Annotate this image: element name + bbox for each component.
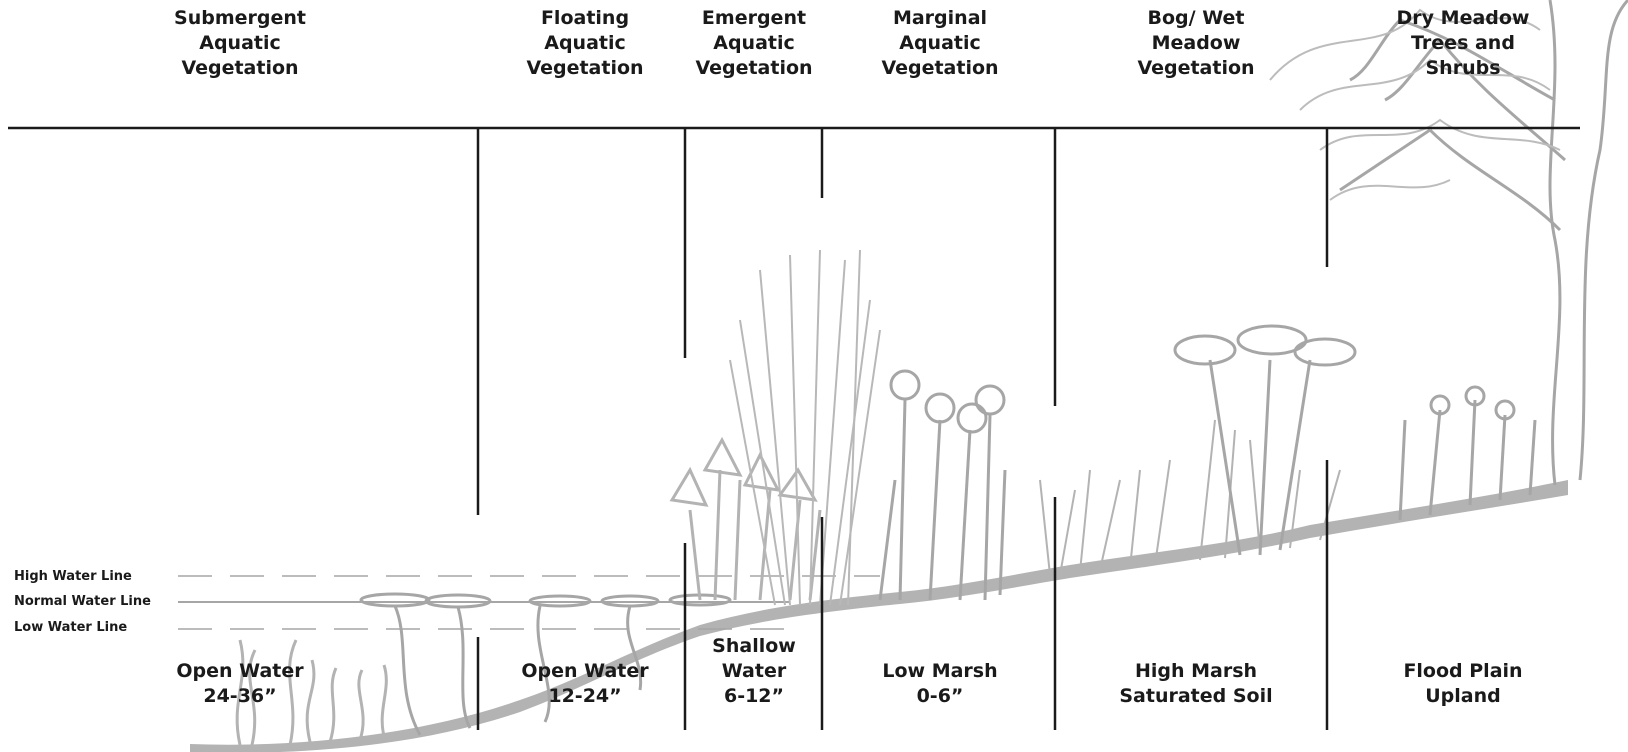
iris-plants xyxy=(880,371,1005,600)
reeds xyxy=(730,250,880,605)
zone-title-emergent: Emergent Aquatic Vegetation xyxy=(695,6,812,81)
habitat-shallow-water: Shallow Water 6-12” xyxy=(712,634,796,709)
high-water-line-label: High Water Line xyxy=(14,569,132,584)
habitat-open-water-shallow: Open Water 12-24” xyxy=(521,659,648,709)
habitat-low-marsh: Low Marsh 0-6” xyxy=(882,659,997,709)
zone-title-floating: Floating Aquatic Vegetation xyxy=(526,6,643,81)
low-water-line-label: Low Water Line xyxy=(14,620,127,635)
zone-title-bog: Bog/ Wet Meadow Vegetation xyxy=(1137,6,1254,81)
normal-water-line-label: Normal Water Line xyxy=(14,594,151,609)
zone-title-marginal: Marginal Aquatic Vegetation xyxy=(881,6,998,81)
habitat-high-marsh: High Marsh Saturated Soil xyxy=(1119,659,1272,709)
habitat-open-water-deep: Open Water 24-36” xyxy=(176,659,303,709)
zone-title-submergent: Submergent Aquatic Vegetation xyxy=(174,6,306,81)
habitat-flood-plain: Flood Plain Upland xyxy=(1403,659,1522,709)
ground-profile xyxy=(190,480,1568,752)
zone-title-dry-meadow: Dry Meadow Trees and Shrubs xyxy=(1381,6,1546,81)
